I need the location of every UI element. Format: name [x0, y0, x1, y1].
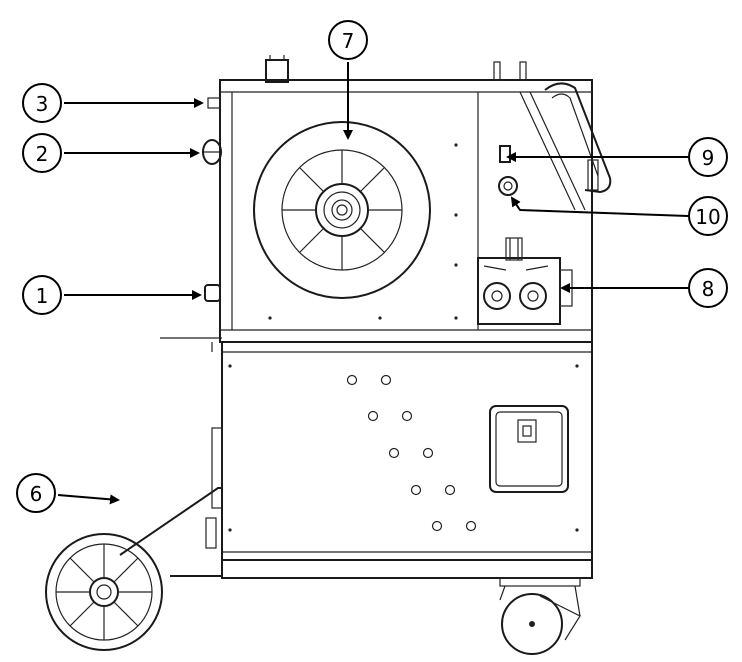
callout-9-label: 9 [702, 146, 715, 170]
ventilation-holes [346, 374, 477, 532]
callout-3-label: 3 [36, 92, 49, 116]
callout-7: 7 [328, 20, 368, 60]
callout-6: 6 [16, 473, 56, 513]
callout-10: 10 [688, 196, 728, 236]
body-screws [228, 364, 579, 532]
rear-wheel [45, 487, 223, 651]
callout-1: 1 [22, 275, 62, 315]
handle [519, 82, 612, 211]
upper-housing [219, 55, 593, 343]
callout-3: 3 [22, 83, 62, 123]
callout-1-label: 1 [36, 284, 49, 308]
callout-2: 2 [22, 133, 62, 173]
switch-9 [499, 145, 511, 163]
wire-spool [253, 121, 431, 299]
wire-feeder-8 [477, 237, 573, 325]
lower-body [160, 337, 593, 579]
callout-7-label: 7 [342, 29, 355, 53]
callout-8: 8 [688, 268, 728, 308]
callout-9: 9 [688, 137, 728, 177]
callout-6-label: 6 [30, 482, 43, 506]
socket-10 [498, 176, 518, 196]
callout-2-label: 2 [36, 142, 49, 166]
callout-arrows [57, 62, 689, 505]
front-caster [499, 577, 581, 655]
gas-connector-3 [207, 97, 221, 109]
callout-10-label: 10 [695, 205, 720, 229]
housing-screws [268, 143, 458, 320]
callout-8-label: 8 [702, 277, 715, 301]
knob-2 [202, 139, 222, 165]
connector-1 [204, 284, 221, 302]
main-switch-panel [489, 405, 569, 493]
